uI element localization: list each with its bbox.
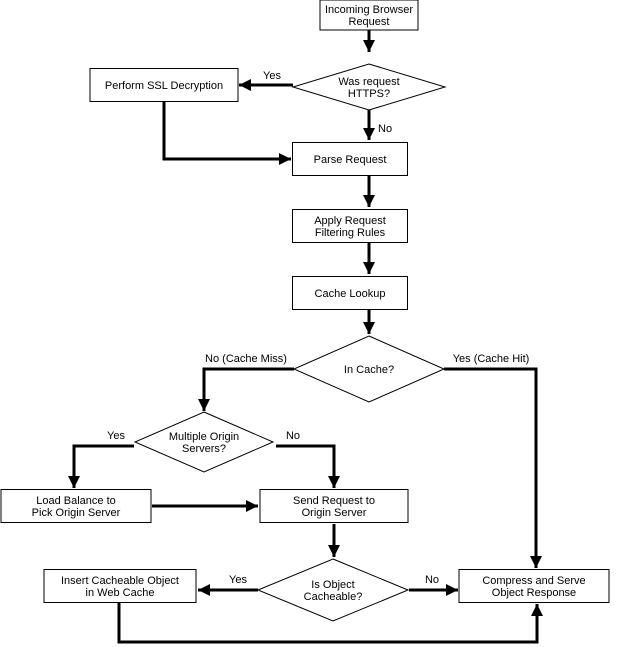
edge-label-cacheable-no: No [425, 574, 439, 586]
edge-incache-hit [444, 367, 542, 568]
process-box [319, 0, 419, 31]
node-label-line: In Cache? [344, 364, 394, 376]
node-ssl: Perform SSL Decryption [89, 68, 239, 102]
node-label-line: Filtering Rules [315, 227, 386, 239]
node-label-line: Cache Lookup [315, 288, 386, 300]
node-label-line: Multiple Origin [169, 431, 239, 443]
node-label-line: Compress and Serve [482, 575, 585, 587]
node-label-line: Incoming Browser [325, 4, 413, 16]
process-box [0, 489, 152, 523]
node-label-line: Send Request to [293, 495, 375, 507]
process-box [292, 209, 408, 243]
edge-label-incache-miss: No (Cache Miss) [205, 353, 287, 365]
node-incache-q: In Cache? [292, 335, 446, 403]
process-box [43, 569, 197, 603]
edge-multi-no [276, 444, 340, 488]
node-label-line: Perform SSL Decryption [105, 80, 223, 92]
process-box [292, 142, 408, 176]
node-label-line: Parse Request [314, 154, 387, 166]
process-box [292, 276, 408, 310]
node-label-line: Object Response [492, 587, 576, 599]
node-label-line: Pick Origin Server [32, 507, 121, 519]
decision-diamond [291, 63, 447, 111]
edge-label-cacheable-yes: Yes [229, 574, 247, 586]
edge-insert-serve [117, 603, 543, 644]
node-parse: Parse Request [292, 142, 408, 176]
edge-label-incache-hit: Yes (Cache Hit) [453, 353, 530, 365]
edge-label-multi-no: No [286, 430, 300, 442]
process-box [89, 68, 239, 102]
process-box [458, 569, 610, 603]
edge-incache-miss [198, 367, 294, 411]
edge-label-https-no: No [378, 123, 392, 135]
edge-multi-yes [68, 444, 134, 488]
node-label-line: HTTPS? [348, 88, 390, 100]
node-label-line: Origin Server [302, 507, 367, 519]
decision-diamond [133, 411, 275, 473]
node-label-line: Servers? [182, 443, 226, 455]
node-label-line: in Web Cache [86, 587, 155, 599]
decision-diamond [256, 558, 410, 622]
node-label-line: Apply Request [314, 215, 386, 227]
node-lookup: Cache Lookup [292, 276, 408, 310]
decision-diamond [292, 335, 446, 403]
node-label-line: Insert Cacheable Object [61, 575, 179, 587]
edge-label-multi-yes: Yes [107, 430, 125, 442]
edge-label-https-yes: Yes [263, 70, 281, 82]
process-box [259, 489, 409, 523]
node-label-line: Load Balance to [36, 495, 116, 507]
node-label-line: Was request [338, 76, 399, 88]
edge-ssl-parse [162, 102, 291, 165]
node-label-line: Cacheable? [304, 591, 363, 603]
node-label-line: Request [349, 16, 390, 28]
node-label-line: Is Object [311, 579, 354, 591]
